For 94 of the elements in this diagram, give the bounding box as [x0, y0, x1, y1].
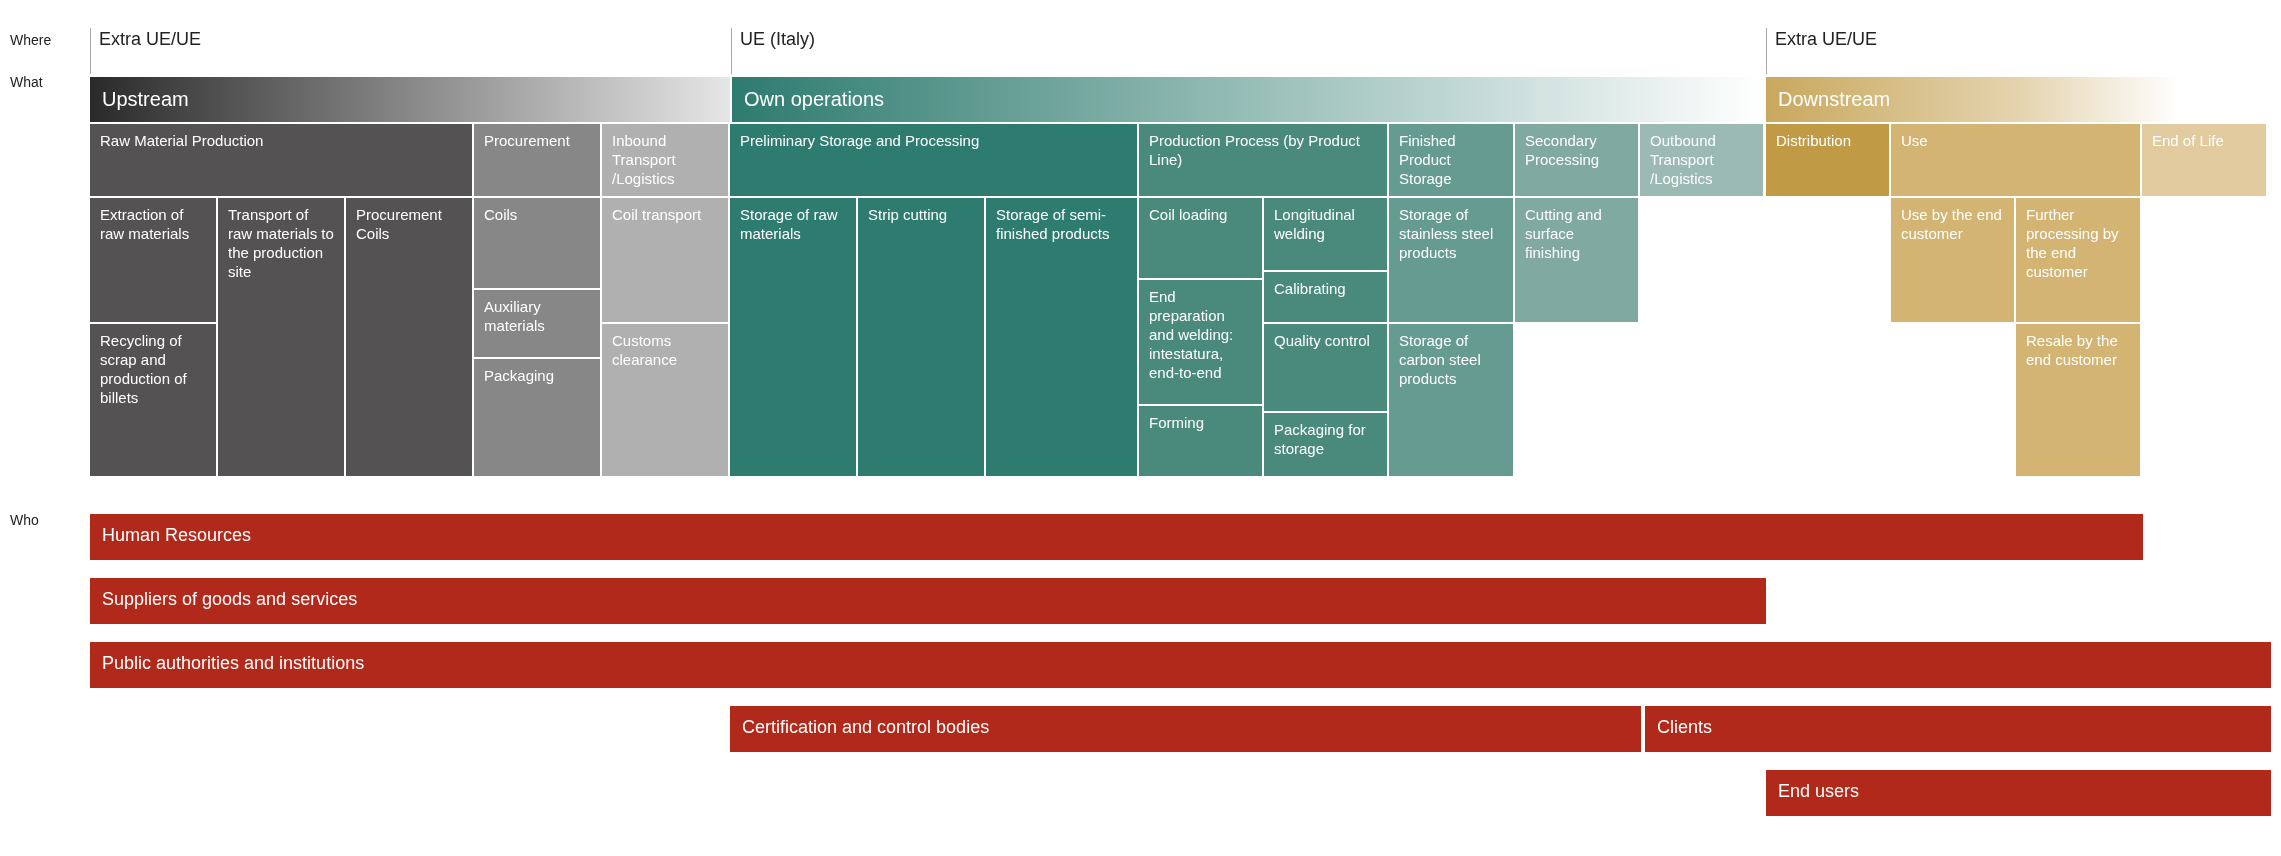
activity-box: [1264, 272, 1387, 322]
activity-label: Storage of semi-finished products: [996, 205, 1111, 243]
row-heading: Who: [10, 512, 39, 528]
activity-box: [474, 290, 600, 357]
activity-box: [474, 198, 600, 288]
activity-box: [1515, 198, 1638, 322]
stakeholder-bar: [1766, 770, 2271, 816]
activity-label: Outbound Transport /Logistics: [1650, 131, 1717, 188]
activity-label: Coil loading: [1149, 205, 1228, 224]
activity-label: Preliminary Storage and Processing: [740, 131, 980, 150]
activity-label: Secondary Processing: [1525, 131, 1601, 169]
stakeholder-bar: [1645, 706, 2271, 752]
activity-label: Procurement Coils: [356, 205, 443, 243]
activity-box: [602, 324, 728, 476]
activity-label: Downstream: [1778, 87, 1891, 111]
activity-label: Distribution: [1776, 131, 1852, 150]
activity-box: [1891, 198, 2014, 322]
activity-box: [1139, 124, 1387, 196]
activity-label: Forming: [1149, 413, 1204, 432]
activity-label: Coils: [484, 205, 518, 224]
activity-label: Extraction of raw materials: [100, 205, 191, 243]
stage-band: [90, 77, 730, 122]
activity-box: [1640, 124, 1763, 196]
activity-label: Use by the end customer: [1901, 205, 2003, 243]
activity-box: [1515, 124, 1638, 196]
activity-box: [1264, 324, 1387, 411]
region-label: Extra UE/UE: [1775, 29, 1878, 49]
stakeholder-bar: [90, 578, 1766, 624]
activity-label: Use: [1901, 131, 1928, 150]
activity-label: Own operations: [744, 87, 885, 111]
activity-label: Further processing by the end customer: [2026, 205, 2120, 281]
activity-box: [1264, 198, 1387, 270]
activity-box: [474, 359, 600, 476]
activity-box: [90, 324, 216, 476]
activity-box: [218, 198, 344, 476]
activity-box: [90, 124, 472, 196]
activity-label: Storage of stainless steel products: [1399, 205, 1495, 262]
activity-box: [2016, 324, 2140, 476]
activity-box: [346, 198, 472, 476]
activity-box: [730, 198, 856, 476]
stakeholder-bar: [90, 642, 2271, 688]
activity-label: Finished Product Storage: [1399, 131, 1457, 188]
activity-label: Cutting and surface finishing: [1525, 205, 1603, 262]
stakeholder-bar: [90, 514, 2143, 560]
activity-label: Inbound Transport /Logistics: [612, 131, 677, 188]
activity-box: [1389, 124, 1513, 196]
activity-box: [730, 124, 1137, 196]
activity-box: [1766, 124, 1889, 196]
activity-box: [1139, 280, 1262, 404]
activity-box: [2016, 198, 2140, 322]
activity-label: End preparation and welding: intestatura, end-to-end: [1149, 287, 1235, 382]
activity-label: Storage of carbon steel products: [1399, 331, 1482, 388]
activity-box: [1891, 124, 2140, 196]
activity-box: [1389, 324, 1513, 476]
activity-label: Raw Material Production: [100, 131, 264, 150]
activity-label: Packaging for storage: [1274, 420, 1367, 458]
activity-label: Suppliers of goods and services: [102, 590, 358, 609]
activity-label: End of Life: [2152, 131, 2224, 150]
activity-box: [858, 198, 984, 476]
region-label: UE (Italy): [740, 29, 815, 49]
activity-label: Resale by the end customer: [2026, 331, 2119, 369]
row-heading: Where: [10, 32, 52, 48]
activity-box: [2142, 124, 2266, 196]
activity-box: [1389, 198, 1513, 322]
activity-label: Strip cutting: [868, 205, 948, 224]
activity-label: Recycling of scrap and production of billets: [100, 331, 188, 407]
activity-label: Longitudinal welding: [1274, 205, 1356, 243]
activity-box: [474, 124, 600, 196]
activity-label: Production Process (by Product Line): [1149, 131, 1361, 169]
activity-label: Storage of raw materials: [740, 205, 839, 243]
activity-label: Upstream: [102, 87, 189, 111]
activity-label: Coil transport: [612, 205, 702, 224]
region-label: Extra UE/UE: [99, 29, 202, 49]
activity-label: Customs clearance: [612, 331, 679, 369]
activity-label: Public authorities and institutions: [102, 654, 365, 673]
activity-box: [602, 198, 728, 322]
activity-box: [602, 124, 728, 196]
activity-label: Clients: [1657, 718, 1713, 737]
activity-label: Auxiliary materials: [484, 297, 546, 335]
activity-label: Procurement: [484, 131, 570, 150]
activity-box: [90, 198, 216, 322]
row-heading: What: [10, 74, 43, 90]
activity-box: [1139, 198, 1262, 278]
activity-label: Certification and control bodies: [742, 718, 990, 737]
activity-label: Calibrating: [1274, 279, 1346, 298]
activity-label: Transport of raw materials to the production site: [228, 205, 334, 281]
stakeholder-bar: [730, 706, 1641, 752]
activity-box: [986, 198, 1137, 476]
activity-box: [1139, 406, 1262, 476]
activity-label: Packaging: [484, 366, 555, 385]
activity-label: End users: [1778, 782, 1860, 801]
activity-label: Human Resources: [102, 526, 252, 545]
activity-label: Quality control: [1274, 331, 1370, 350]
activity-box: [1264, 413, 1387, 476]
